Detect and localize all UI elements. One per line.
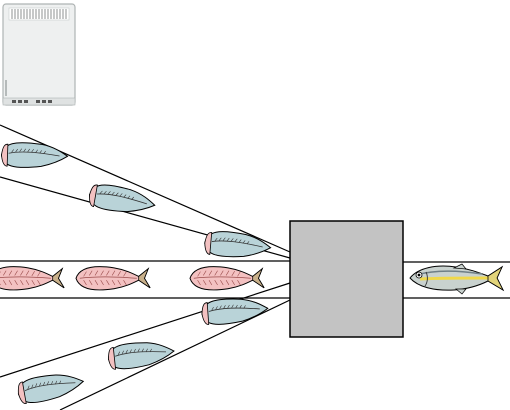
fish-frame-1 xyxy=(0,266,65,291)
lower-fillet-2 xyxy=(106,338,176,372)
processing-machine xyxy=(289,220,404,338)
lower-fillet-1 xyxy=(200,295,270,327)
upper-fillet-1 xyxy=(0,141,69,170)
upper-fillet-2 xyxy=(87,181,158,219)
fish-frame-2 xyxy=(75,266,151,291)
upper-fillet-3 xyxy=(203,229,273,261)
control-cabinet-icon xyxy=(2,3,76,106)
lower-fillet-3 xyxy=(15,368,86,406)
fish-frame-3 xyxy=(189,266,265,291)
whole-fish-icon xyxy=(409,263,505,295)
